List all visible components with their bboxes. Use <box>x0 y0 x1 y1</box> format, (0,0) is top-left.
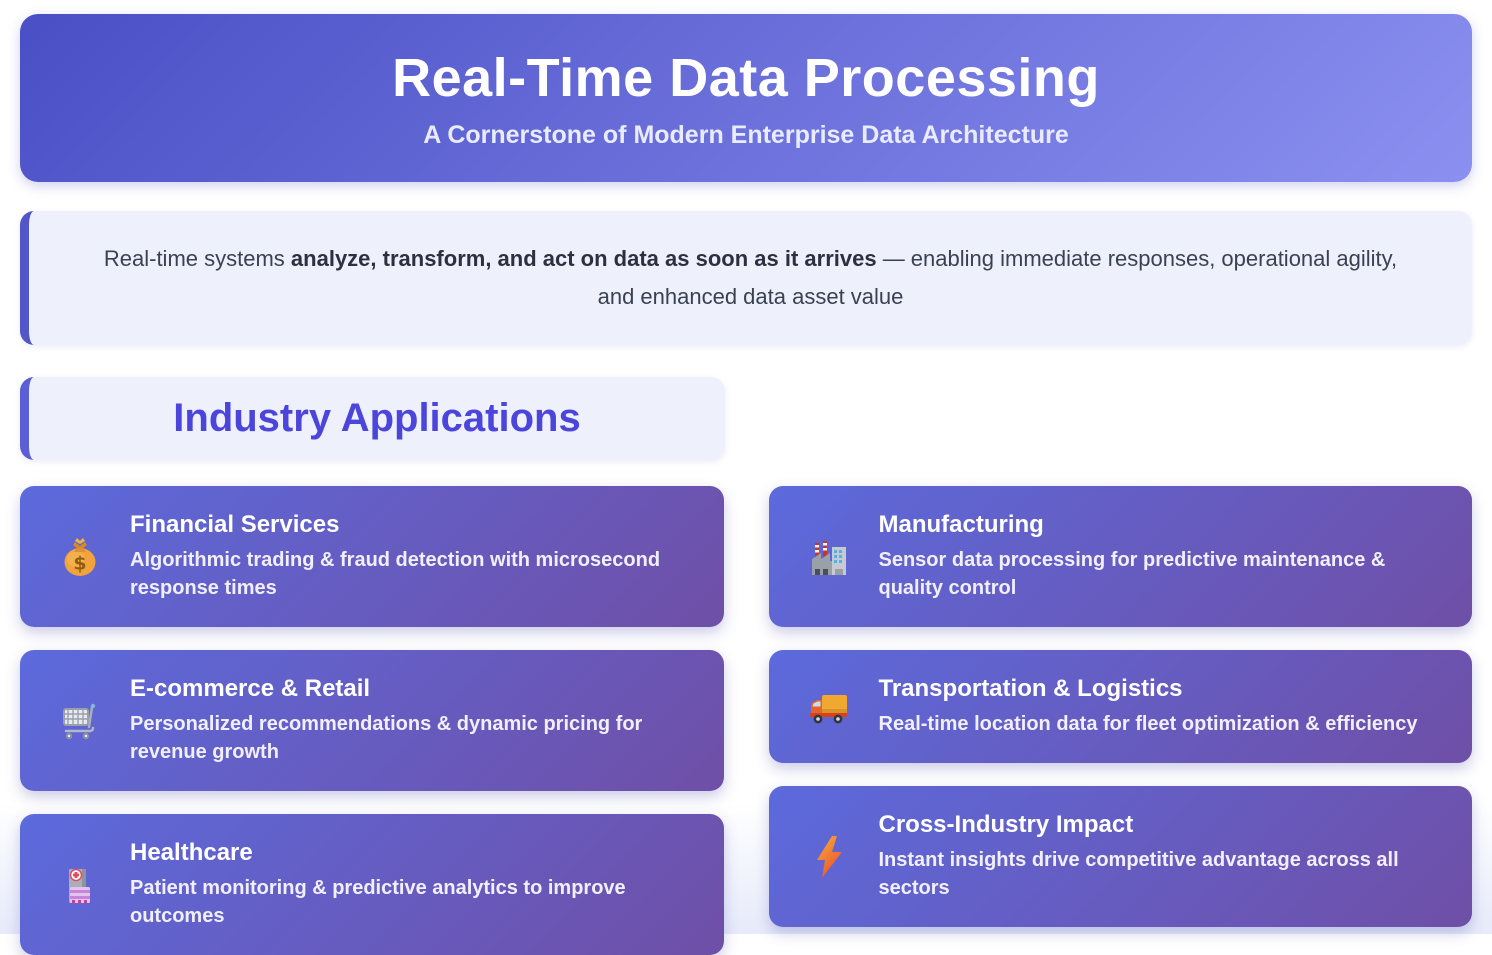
industry-cards: $ Financial Services Algorithmic trading… <box>20 486 1472 955</box>
card-body: Manufacturing Sensor data processing for… <box>879 511 1439 602</box>
intro-text: Real-time systems analyze, transform, an… <box>85 240 1416 316</box>
factory-icon <box>805 533 853 581</box>
shopping-cart-icon <box>56 697 104 745</box>
card-transportation-logistics: Transportation & Logistics Real-time loc… <box>768 650 1472 763</box>
card-body: Healthcare Patient monitoring & predicti… <box>130 839 690 930</box>
industry-applications-heading: Industry Applications <box>20 377 725 460</box>
card-description: Real-time location data for fleet optimi… <box>878 713 1418 735</box>
card-title: Transportation & Logistics <box>878 675 1183 702</box>
card-financial-services: $ Financial Services Algorithmic trading… <box>20 486 724 627</box>
card-body: Cross-Industry Impact Instant insights d… <box>879 811 1439 902</box>
intro-text-prefix: Real-time systems <box>103 246 291 271</box>
card-description: Instant insights drive competitive advan… <box>878 849 1399 899</box>
cards-column-right: Manufacturing Sensor data processing for… <box>768 486 1472 927</box>
header-banner: Real-Time Data Processing A Cornerstone … <box>20 14 1472 182</box>
card-body: E-commerce & Retail Personalized recomme… <box>130 675 690 766</box>
card-description: Patient monitoring & predictive analytic… <box>130 877 626 927</box>
card-title: Healthcare <box>130 839 253 866</box>
money-bag-icon: $ <box>56 533 104 581</box>
card-cross-industry-impact: Cross-Industry Impact Instant insights d… <box>768 786 1472 927</box>
card-healthcare: Healthcare Patient monitoring & predicti… <box>20 814 724 955</box>
card-title: E-commerce & Retail <box>130 675 371 702</box>
card-manufacturing: Manufacturing Sensor data processing for… <box>768 486 1472 627</box>
page-title: Real-Time Data Processing <box>392 47 1100 108</box>
card-body: Transportation & Logistics Real-time loc… <box>879 675 1418 738</box>
card-description: Personalized recommendations & dynamic p… <box>130 713 643 763</box>
intro-text-suffix: — enabling immediate responses, operatio… <box>597 246 1398 309</box>
card-body: Financial Services Algorithmic trading &… <box>130 511 690 602</box>
card-title: Manufacturing <box>878 511 1044 538</box>
card-title: Cross-Industry Impact <box>878 811 1134 838</box>
page-subtitle: A Cornerstone of Modern Enterprise Data … <box>423 120 1069 149</box>
card-title: Financial Services <box>130 511 340 538</box>
svg-text:$: $ <box>73 552 86 574</box>
section-title: Industry Applications <box>173 396 581 440</box>
cards-column-left: $ Financial Services Algorithmic trading… <box>20 486 724 955</box>
intro-text-bold: analyze, transform, and act on data as s… <box>290 246 877 271</box>
hospital-icon <box>56 861 104 909</box>
truck-icon <box>805 683 853 731</box>
card-ecommerce-retail: E-commerce & Retail Personalized recomme… <box>20 650 724 791</box>
card-description: Sensor data processing for predictive ma… <box>878 549 1386 599</box>
card-description: Algorithmic trading & fraud detection wi… <box>130 549 661 599</box>
lightning-icon <box>805 833 853 881</box>
intro-callout: Real-time systems analyze, transform, an… <box>20 211 1472 345</box>
